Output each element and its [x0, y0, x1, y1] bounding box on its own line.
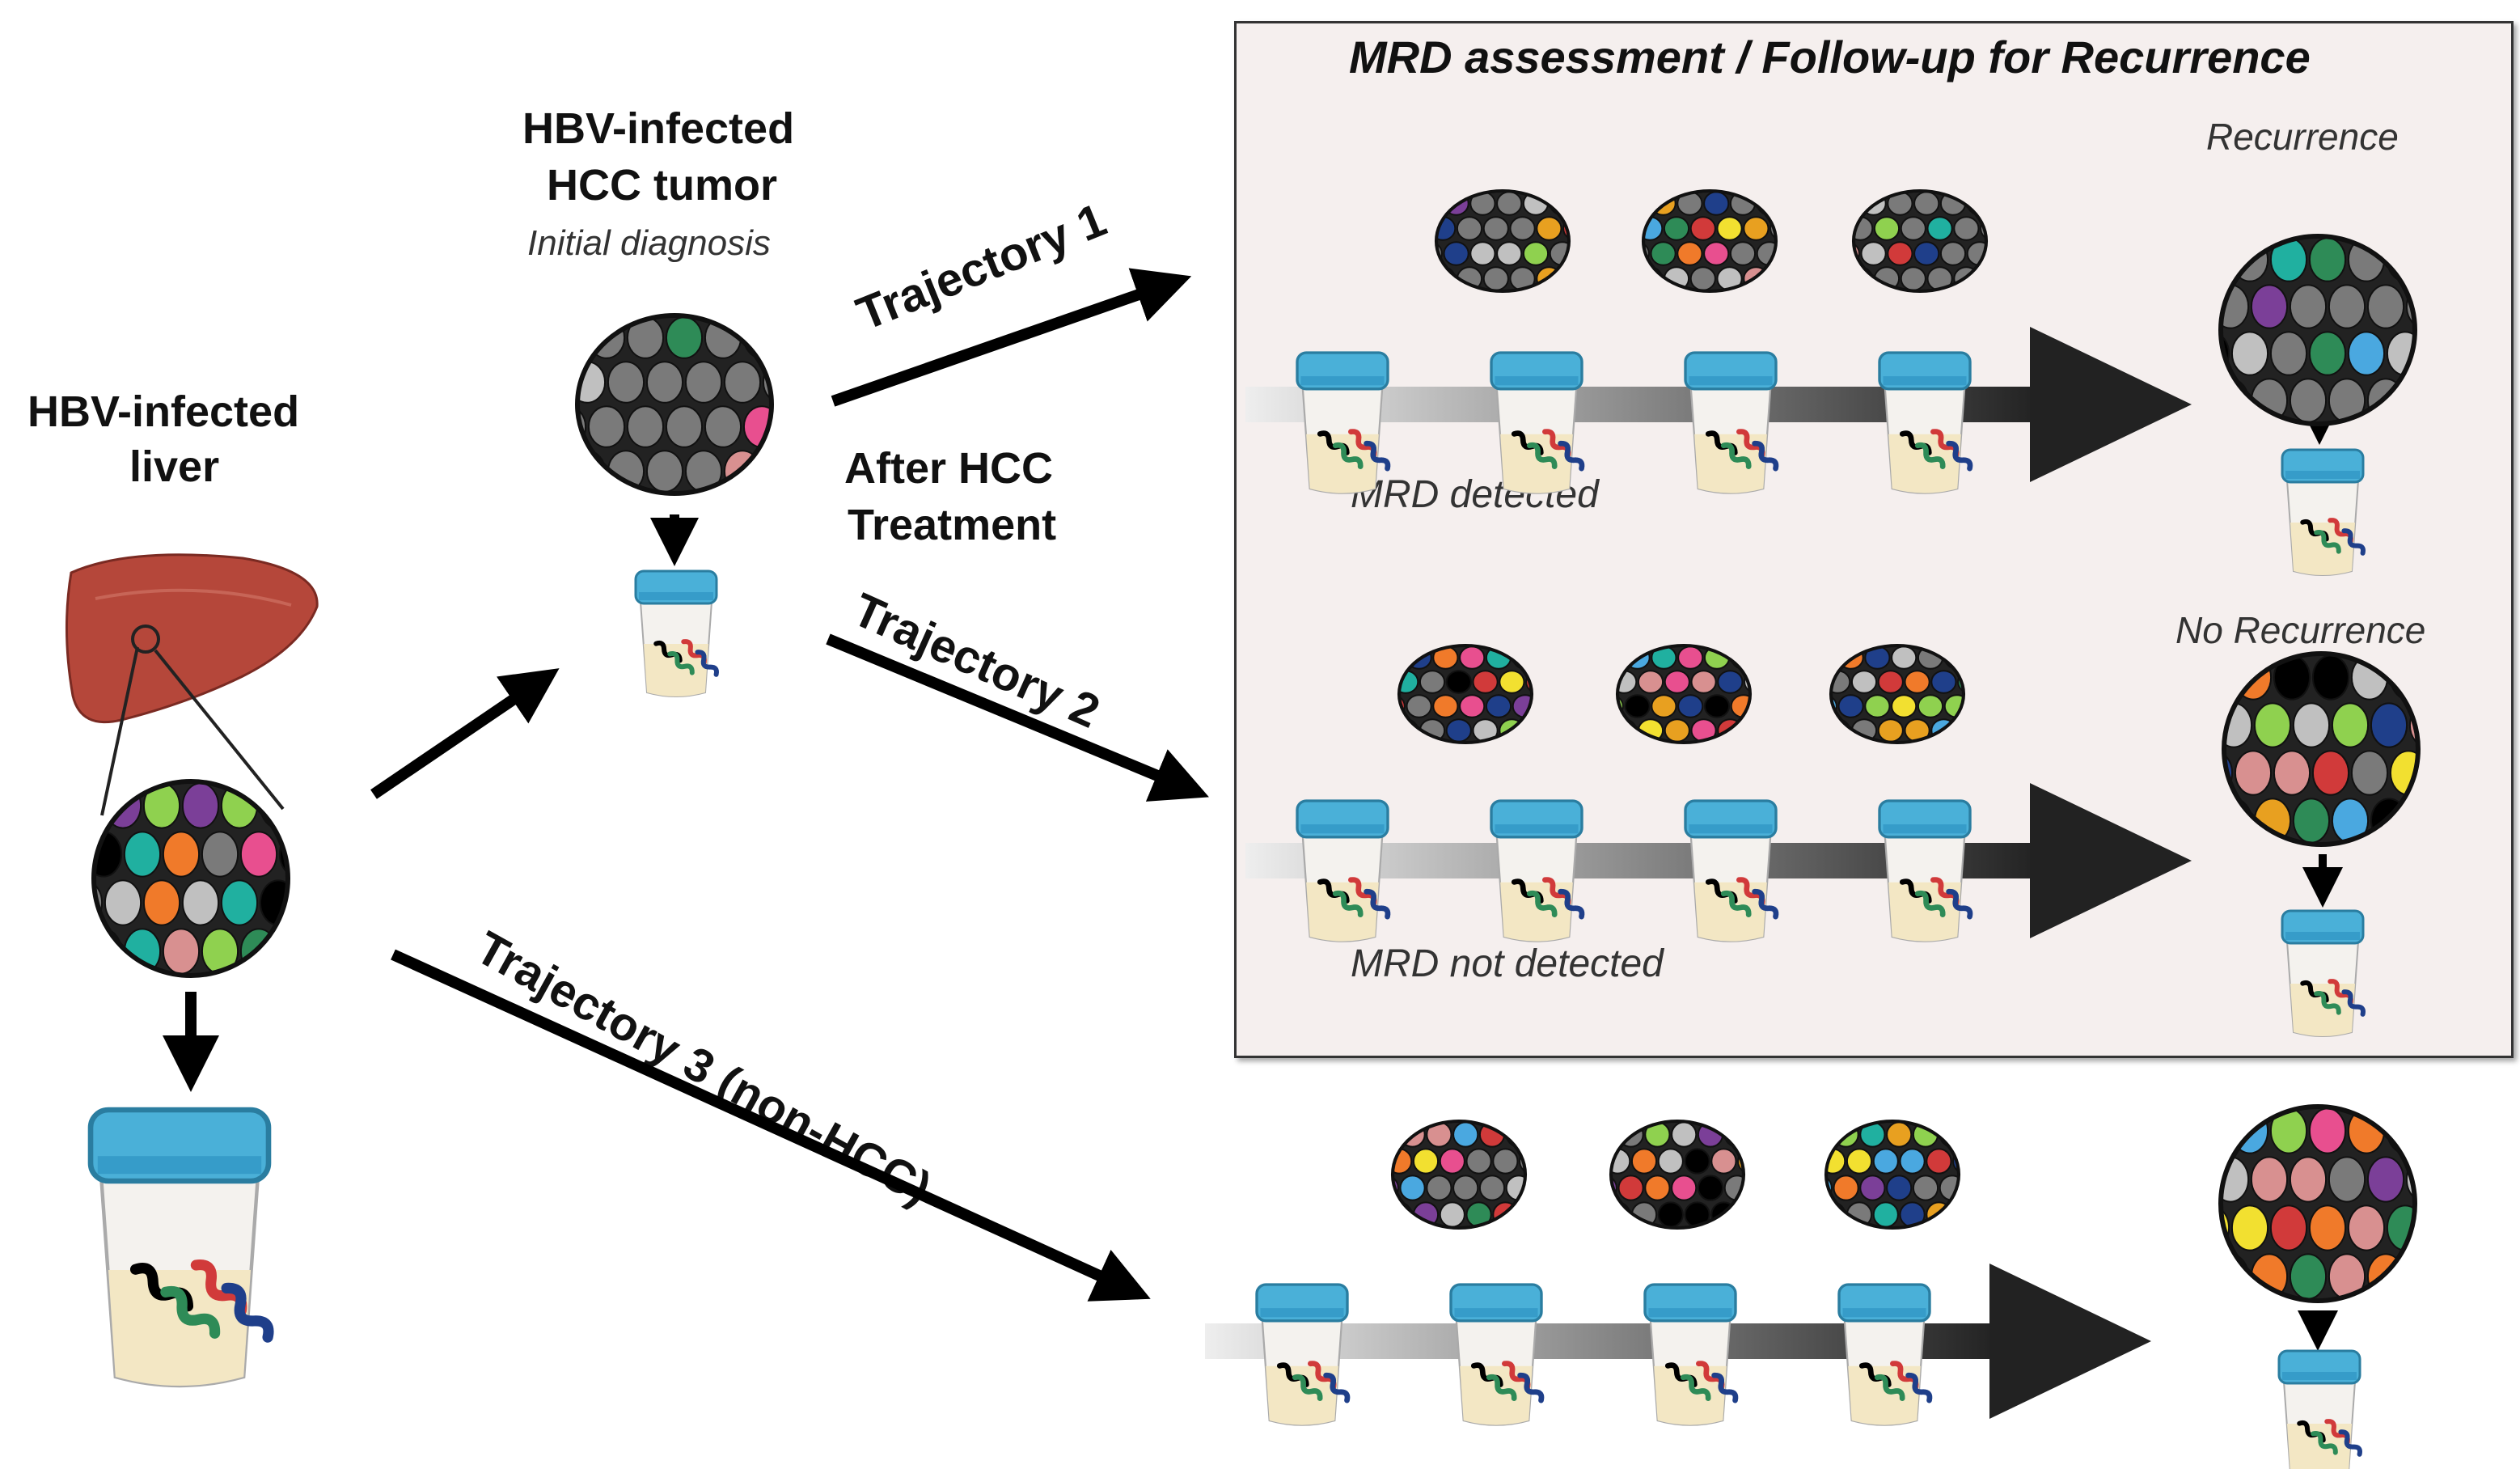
traj3-cells-3 — [1824, 1119, 1961, 1230]
no-recurrence-label: No Recurrence — [2175, 609, 2426, 651]
no-recurrence-cup-icon — [2281, 909, 2366, 1037]
recurrence-cup-icon — [2281, 448, 2366, 576]
traj1-cells-2 — [1641, 188, 1778, 294]
after-treatment-line2: Treatment — [848, 501, 1057, 549]
after-treatment-line1: After HCC — [844, 444, 1054, 493]
tumor-subtitle: Initial diagnosis — [527, 223, 771, 263]
mrd-not-detected-label: MRD not detected — [1351, 942, 1664, 985]
traj2-cup-2 — [1490, 799, 1585, 942]
trajectory-arrows — [163, 268, 2343, 1351]
trajectory-2-arrow — [826, 633, 1209, 802]
traj3-cells-2 — [1609, 1119, 1746, 1230]
traj3-cup-1 — [1255, 1283, 1351, 1426]
trajectory-1-arrow — [831, 268, 1192, 407]
traj3-cup-4 — [1837, 1283, 1933, 1426]
liver-title-line2: liver — [129, 442, 220, 491]
tumor-title-line2: HCC tumor — [547, 161, 777, 210]
recurrence-label: Recurrence — [2206, 116, 2399, 158]
traj1-cup-2 — [1490, 351, 1585, 494]
traj2-cells-1 — [1397, 643, 1534, 745]
traj3-end-cells-icon — [2218, 1104, 2417, 1303]
traj2-cells-3 — [1829, 643, 1966, 745]
recurrence-cells-icon — [2218, 234, 2417, 426]
traj3-end-cup-icon — [2277, 1349, 2362, 1469]
tumor-cell-circle-icon — [575, 313, 774, 496]
traj1-cells-3 — [1851, 188, 1989, 294]
traj1-cup-3 — [1684, 351, 1779, 494]
trajectory-3-arrow — [391, 949, 1151, 1302]
traj1-cup-4 — [1878, 351, 1973, 494]
mrd-panel-title: MRD assessment / Follow-up for Recurrenc… — [1349, 32, 2311, 83]
traj2-cells-2 — [1615, 643, 1753, 745]
traj3-cup-3 — [1643, 1283, 1739, 1426]
traj3-cup-2 — [1449, 1283, 1545, 1426]
traj1-cells-1 — [1434, 188, 1571, 294]
liver-to-tumor-arrow — [370, 668, 560, 799]
urine-cups — [87, 351, 2366, 1469]
no-recurrence-cells-icon — [2222, 651, 2421, 847]
tumor-cup-icon — [634, 569, 719, 697]
traj3-cells-1 — [1390, 1119, 1528, 1230]
liver-icon — [65, 553, 319, 816]
liver-cup-icon — [87, 1107, 274, 1388]
traj2-cup-1 — [1296, 799, 1391, 942]
tumor-title-line1: HBV-infected — [522, 104, 795, 153]
traj2-cup-3 — [1684, 799, 1779, 942]
liver-title-line1: HBV-infected — [27, 387, 300, 436]
traj1-cup-1 — [1296, 351, 1391, 494]
traj2-cup-4 — [1878, 799, 1973, 942]
